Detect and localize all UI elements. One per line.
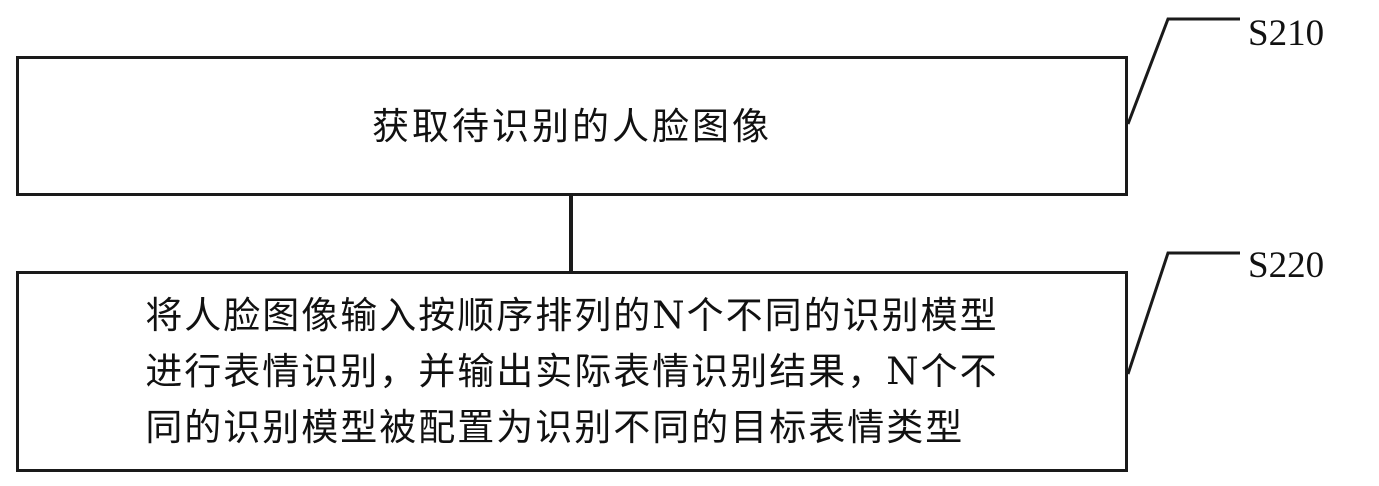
step-text-s220-line-1: 将人脸图像输入按顺序排列的N个不同的识别模型: [145, 293, 999, 337]
leader-line-s220: [1126, 251, 1240, 375]
step-label-s220: S220: [1248, 245, 1325, 286]
step-box-s220: 将人脸图像输入按顺序排列的N个不同的识别模型 进行表情识别，并输出实际表情识别结…: [16, 271, 1128, 472]
step-box-s210: 获取待识别的人脸图像: [16, 56, 1128, 196]
step-label-s210: S210: [1248, 13, 1325, 54]
leader-line-s210: [1126, 17, 1240, 125]
step-text-s220-line-2: 进行表情识别，并输出实际表情识别结果，N个不: [145, 349, 999, 393]
step-text-s220: 将人脸图像输入按顺序排列的N个不同的识别模型 进行表情识别，并输出实际表情识别结…: [145, 288, 998, 456]
step-text-s210: 获取待识别的人脸图像: [372, 104, 772, 148]
step-text-s220-line-3: 同的识别模型被配置为识别不同的目标表情类型: [145, 405, 965, 449]
